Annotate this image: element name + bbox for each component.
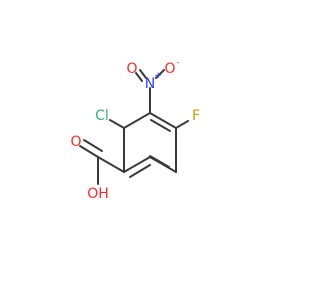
- bond-c3-cl: [109, 119, 125, 129]
- atom-n: N: [145, 76, 155, 92]
- bond-n-o-left-2: [135, 72, 143, 82]
- bond-c4-c5: [149, 112, 177, 129]
- bond-c3-c4: [123, 112, 151, 129]
- atom-o-hydroxyl: OH: [87, 186, 109, 202]
- bond-c2-carboxyl: [97, 156, 125, 173]
- atom-f: F: [192, 108, 200, 124]
- ring-bonds: [123, 112, 177, 178]
- bond-carboxyl-o-double: [79, 145, 99, 158]
- bond-carboxyl-o-double-2: [83, 139, 103, 152]
- bond-c5-f: [175, 120, 189, 129]
- atom-o-carbonyl: O: [70, 134, 81, 150]
- structure-diagram: Cl N + O O - F O OH: [70, 58, 200, 202]
- bond-c6-c1-inner: [149, 155, 170, 168]
- bond-c4-c5-inner: [150, 119, 171, 132]
- bond-n-o-left: [139, 69, 147, 79]
- bond-c1-c2: [123, 156, 151, 173]
- bond-n-o-right: [155, 69, 165, 79]
- atom-n-charge: +: [154, 71, 162, 81]
- atom-o-nitro-left: O: [126, 61, 137, 77]
- atom-o-nitro-right-charge: -: [176, 58, 179, 68]
- bond-c1-c2-inner: [129, 164, 151, 178]
- atom-cl: Cl: [95, 108, 109, 124]
- atom-o-nitro-right: O: [164, 61, 175, 77]
